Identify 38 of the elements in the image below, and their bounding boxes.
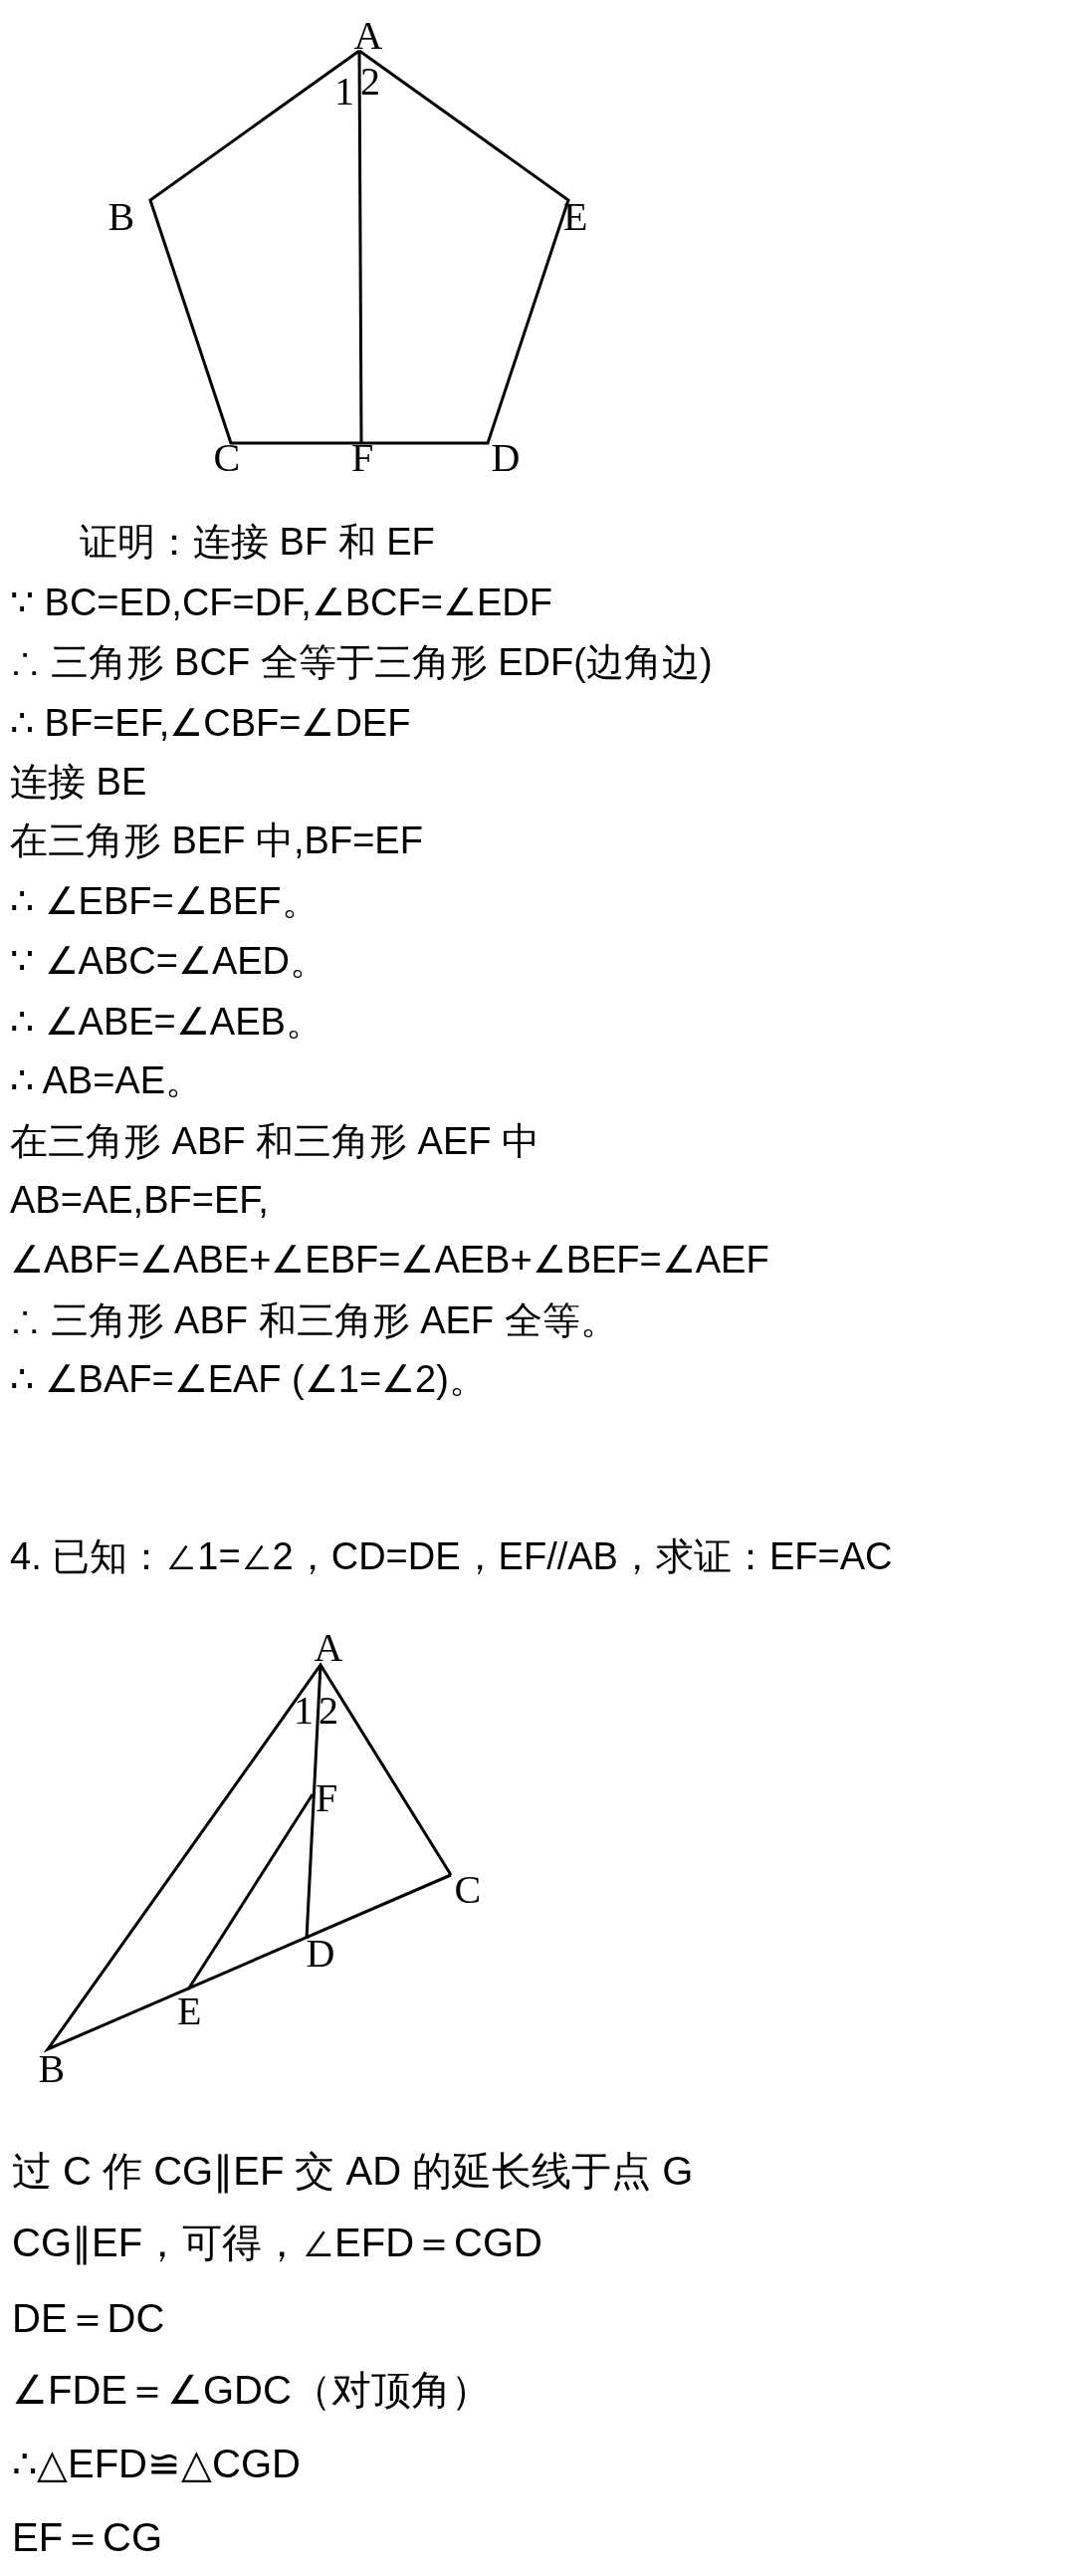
- angle-number: 2: [360, 62, 380, 102]
- proof-line: CG∥EF，可得，∠EFD＝CGD: [12, 2220, 542, 2265]
- proof-line: 证明：连接 BF 和 EF: [80, 520, 435, 564]
- proof-line: ∴ BF=EF,∠CBF=∠DEF: [10, 701, 411, 745]
- proof-line: ∴ 三角形 ABF 和三角形 AEF 全等。: [10, 1298, 618, 1342]
- point-label: A: [353, 16, 383, 56]
- proof-line: ∴ ∠BAF=∠EAF (∠1=∠2)。: [10, 1357, 487, 1401]
- proof-line: DE＝DC: [12, 2295, 165, 2341]
- proof-line: 在三角形 ABF 和三角形 AEF 中: [10, 1119, 540, 1163]
- angle-number: 1: [294, 1691, 314, 1731]
- proof-line: 过 C 作 CG∥EF 交 AD 的延长线于点 G: [12, 2148, 694, 2194]
- proof-line: ∴ ∠EBF=∠BEF。: [10, 879, 320, 923]
- proof-line: ∠ABF=∠ABE+∠EBF=∠AEB+∠BEF=∠AEF: [10, 1238, 769, 1282]
- proof-line: EF＝CG: [12, 2514, 163, 2560]
- point-label: D: [491, 438, 521, 478]
- point-label: F: [316, 1778, 338, 1818]
- point-label: B: [108, 197, 135, 237]
- proof-line: ∵ BC=ED,CF=DF,∠BCF=∠EDF: [10, 581, 552, 624]
- proof-line: AB=AE,BF=EF,: [10, 1178, 269, 1222]
- proof-line: 连接 BE: [10, 760, 147, 804]
- point-label: B: [38, 2049, 66, 2089]
- point-label: F: [351, 438, 374, 478]
- proof-line: ∴△EFD≌△CGD: [12, 2441, 301, 2486]
- problem-statement: 4. 已知：∠1=∠2，CD=DE，EF//AB，求证：EF=AC: [10, 1534, 893, 1578]
- proof-line: ∵ ∠ABC=∠AED。: [10, 939, 328, 983]
- point-label: A: [314, 1628, 343, 1668]
- point-label: D: [306, 1934, 335, 1974]
- point-label: C: [454, 1870, 482, 1910]
- proof-line: ∴ AB=AE。: [10, 1058, 204, 1102]
- proof-line: 在三角形 BEF 中,BF=EF: [10, 819, 423, 862]
- proof-line: ∴ 三角形 BCF 全等于三角形 EDF(边角边): [10, 640, 713, 684]
- angle-number: 2: [319, 1691, 338, 1731]
- angle-number: 1: [334, 72, 354, 112]
- point-label: E: [177, 1991, 202, 2031]
- point-label: C: [213, 438, 241, 478]
- proof-line: ∠FDE＝∠GDC（对顶角）: [12, 2367, 491, 2413]
- proof-line: ∴ ∠ABE=∠AEB。: [10, 1000, 323, 1044]
- point-label: E: [563, 197, 588, 237]
